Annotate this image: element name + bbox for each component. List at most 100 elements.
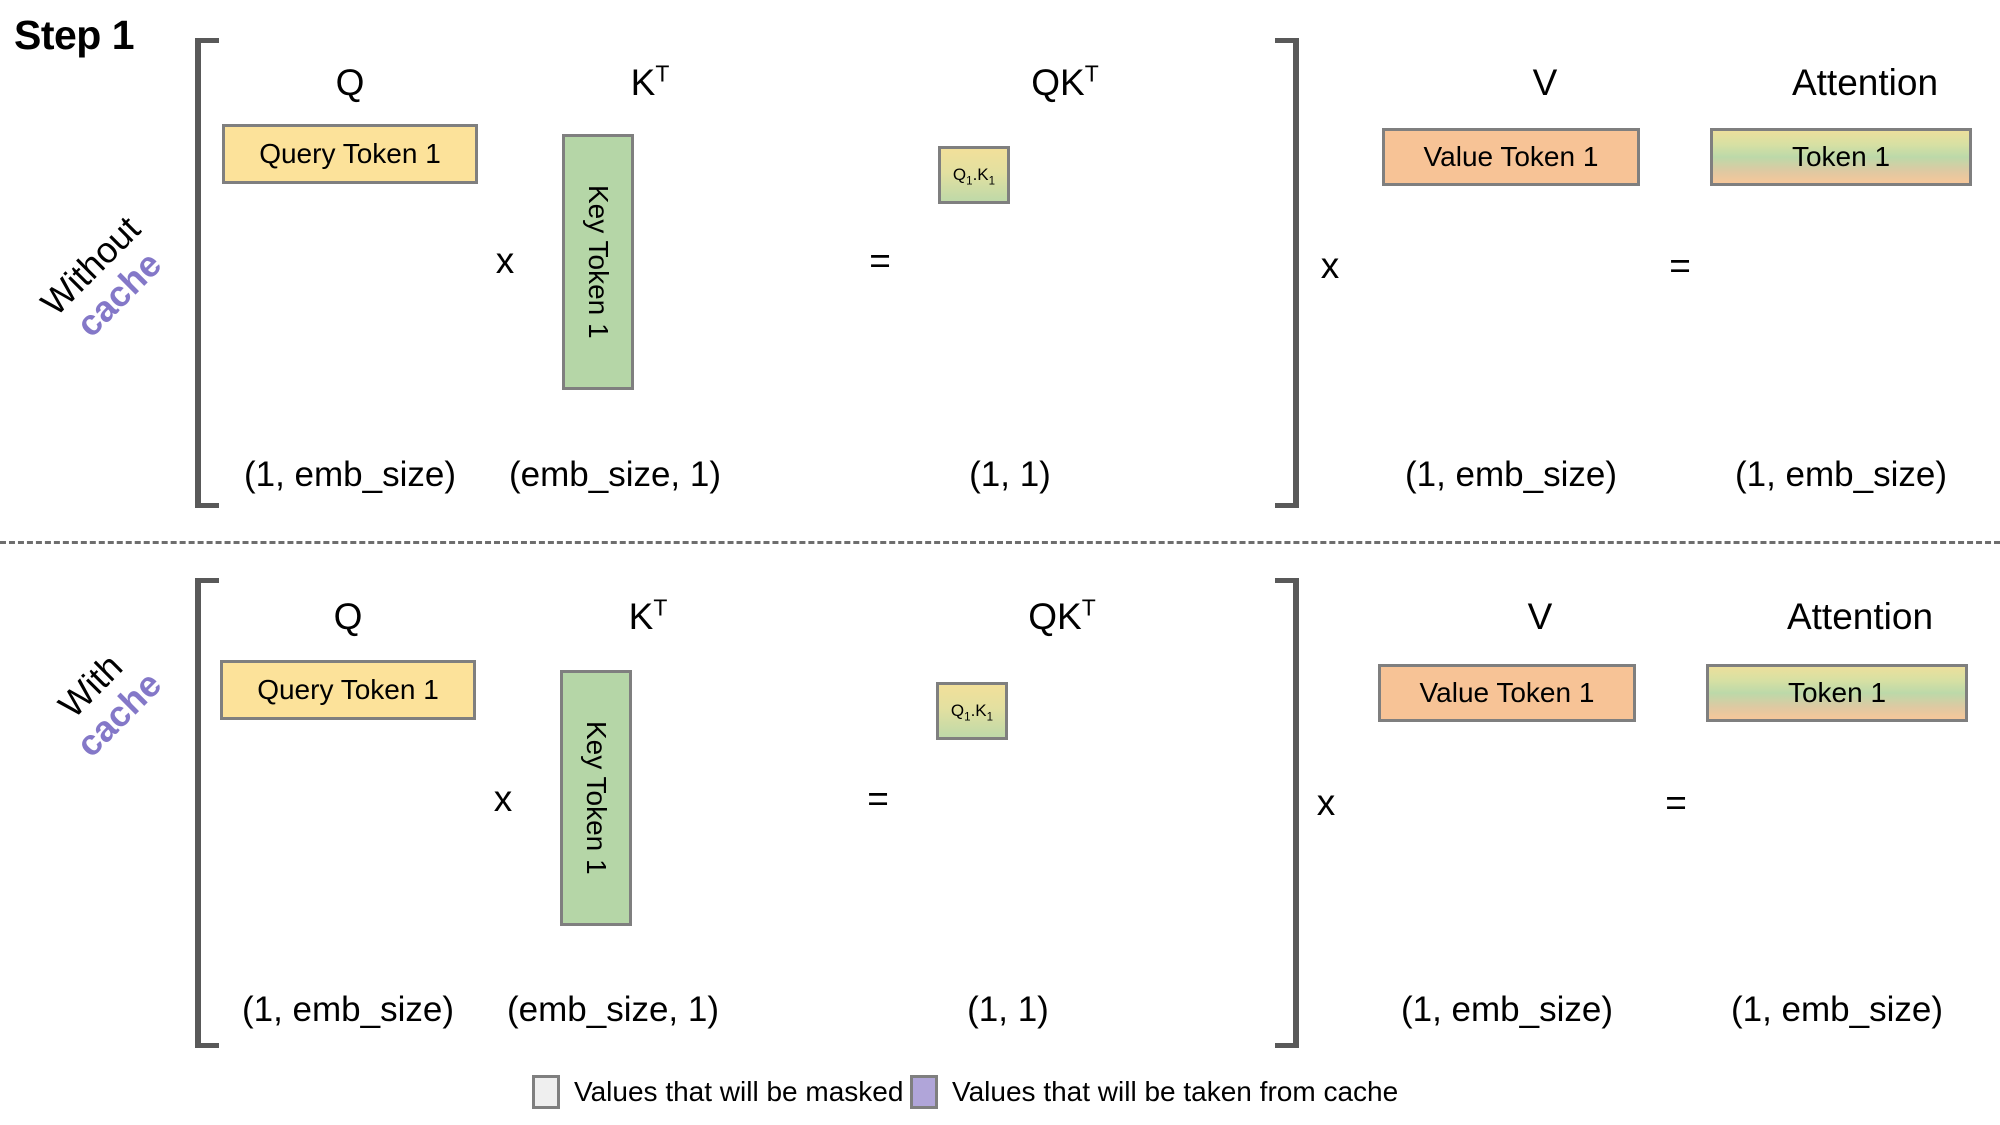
bracket-right-row2 — [1275, 578, 1299, 1048]
page-title: Step 1 — [14, 12, 135, 58]
col-header-qkt-row2: QKT — [982, 596, 1142, 638]
operator-equals-1-text-row1: = — [869, 240, 891, 281]
section-divider — [0, 541, 2000, 544]
col-header-attention-row2: Attention — [1725, 596, 1995, 638]
shape-label-q-row1: (1, emb_size) — [222, 455, 478, 495]
qk-sub1-row2: 1 — [964, 711, 971, 724]
shape-label-q-text-row1: (1, emb_size) — [243, 455, 457, 494]
operator-equals-2-row1: = — [1660, 245, 1700, 287]
matrix-box-qk-label-row2: Q1.K1 — [950, 701, 994, 724]
operator-equals-2-row2: = — [1656, 782, 1696, 824]
col-header-q-text-row2: Q — [333, 596, 363, 637]
qk-prefix-row2: Q — [950, 701, 965, 720]
matrix-box-attention-label-row2: Token 1 — [1787, 677, 1887, 708]
shape-label-kt-row1: (emb_size, 1) — [470, 455, 760, 495]
bracket-left-row2 — [195, 578, 219, 1048]
matrix-box-value-row2: Value Token 1 — [1378, 664, 1636, 722]
operator-multiply-1-row1: x — [485, 240, 525, 282]
shape-label-q-text-row2: (1, emb_size) — [241, 990, 455, 1029]
col-header-v-text-row1: V — [1532, 62, 1558, 103]
matrix-box-query-row1: Query Token 1 — [222, 124, 478, 184]
matrix-box-attention-label-row1: Token 1 — [1791, 141, 1891, 172]
qk-mid-row2: .K — [970, 701, 987, 720]
col-header-q-text-row1: Q — [335, 62, 365, 103]
col-header-q-row2: Q — [218, 596, 478, 638]
shape-label-kt-text-row1: (emb_size, 1) — [508, 455, 722, 494]
col-header-qkt-text-row2: QK — [1028, 596, 1082, 637]
matrix-box-qk-label-row1: Q1.K1 — [952, 165, 996, 188]
bracket-right-row1 — [1275, 38, 1299, 508]
qk-sub1-row1: 1 — [966, 175, 973, 188]
shape-label-attention-row2: (1, emb_size) — [1706, 990, 1968, 1030]
operator-equals-1-text-row2: = — [867, 778, 889, 819]
col-header-qkt-row1: QKT — [985, 62, 1145, 104]
shape-label-v-row1: (1, emb_size) — [1382, 455, 1640, 495]
col-header-attention-text-row2: Attention — [1786, 596, 1934, 637]
matrix-box-qk-row1: Q1.K1 — [938, 146, 1010, 204]
col-header-kt-text-row1: K — [630, 62, 656, 103]
shape-label-qkt-row2: (1, 1) — [918, 990, 1098, 1030]
matrix-box-key-row2: Key Token 1 — [560, 670, 632, 926]
operator-multiply-2-text-row1: x — [1320, 245, 1340, 286]
legend-item-cache: Values that will be taken from cache — [910, 1075, 1398, 1109]
col-header-kt-sup-row1: T — [655, 60, 670, 87]
operator-equals-2-text-row1: = — [1669, 245, 1691, 286]
matrix-box-attention-row1: Token 1 — [1710, 128, 1972, 186]
matrix-box-value-row1: Value Token 1 — [1382, 128, 1640, 186]
cache-swatch-icon — [910, 1075, 938, 1109]
qk-prefix-row1: Q — [952, 165, 967, 184]
col-header-kt-row2: KT — [568, 596, 728, 638]
bracket-left-row1 — [195, 38, 219, 508]
operator-multiply-1-row2: x — [483, 778, 523, 820]
col-header-qkt-sup-row1: T — [1084, 60, 1099, 87]
matrix-box-value-label-row1: Value Token 1 — [1423, 141, 1599, 172]
qk-sub2-row1: 1 — [988, 175, 996, 188]
col-header-attention-text-row1: Attention — [1791, 62, 1939, 103]
col-header-q-row1: Q — [220, 62, 480, 104]
matrix-box-value-label-row2: Value Token 1 — [1419, 677, 1595, 708]
shape-label-attention-row1: (1, emb_size) — [1710, 455, 1972, 495]
shape-label-v-text-row1: (1, emb_size) — [1404, 455, 1618, 494]
col-header-v-row1: V — [1420, 62, 1670, 104]
matrix-box-qk-row2: Q1.K1 — [936, 682, 1008, 740]
shape-label-qkt-text-row2: (1, 1) — [967, 990, 1049, 1029]
operator-multiply-2-row2: x — [1306, 782, 1346, 824]
matrix-box-attention-row2: Token 1 — [1706, 664, 1968, 722]
shape-label-v-text-row2: (1, emb_size) — [1400, 990, 1614, 1029]
masked-swatch-icon — [532, 1075, 560, 1109]
operator-multiply-2-text-row2: x — [1316, 782, 1336, 823]
matrix-box-key-label-row2: Key Token 1 — [581, 721, 612, 875]
shape-label-kt-text-row2: (emb_size, 1) — [506, 990, 720, 1029]
operator-equals-2-text-row2: = — [1665, 782, 1687, 823]
shape-label-kt-row2: (emb_size, 1) — [468, 990, 758, 1030]
col-header-v-text-row2: V — [1527, 596, 1553, 637]
qk-mid-row1: .K — [972, 165, 989, 184]
matrix-box-query-row2: Query Token 1 — [220, 660, 476, 720]
matrix-box-key-row1: Key Token 1 — [562, 134, 634, 390]
col-header-qkt-text-row1: QK — [1031, 62, 1085, 103]
shape-label-qkt-text-row1: (1, 1) — [969, 455, 1051, 494]
matrix-box-query-label-row2: Query Token 1 — [257, 674, 439, 705]
col-header-kt-text-row2: K — [628, 596, 654, 637]
col-header-qkt-sup-row2: T — [1081, 594, 1096, 621]
legend-item-cache-label: Values that will be taken from cache — [952, 1076, 1399, 1107]
col-header-kt-row1: KT — [570, 62, 730, 104]
shape-label-attention-text-row1: (1, emb_size) — [1734, 455, 1948, 494]
col-header-v-row2: V — [1415, 596, 1665, 638]
col-header-attention-row1: Attention — [1730, 62, 2000, 104]
qk-sub2-row2: 1 — [986, 711, 994, 724]
operator-multiply-2-row1: x — [1310, 245, 1350, 287]
operator-equals-1-row1: = — [860, 240, 900, 282]
col-header-kt-sup-row2: T — [653, 594, 668, 621]
legend-item-masked-label: Values that will be masked — [574, 1076, 904, 1107]
operator-multiply-1-text-row2: x — [493, 778, 513, 819]
matrix-box-key-label-row1: Key Token 1 — [583, 185, 614, 339]
operator-equals-1-row2: = — [858, 778, 898, 820]
shape-label-v-row2: (1, emb_size) — [1378, 990, 1636, 1030]
matrix-box-query-label-row1: Query Token 1 — [259, 138, 441, 169]
shape-label-attention-text-row2: (1, emb_size) — [1730, 990, 1944, 1029]
operator-multiply-1-text-row1: x — [495, 240, 515, 281]
shape-label-q-row2: (1, emb_size) — [220, 990, 476, 1030]
shape-label-qkt-row1: (1, 1) — [920, 455, 1100, 495]
